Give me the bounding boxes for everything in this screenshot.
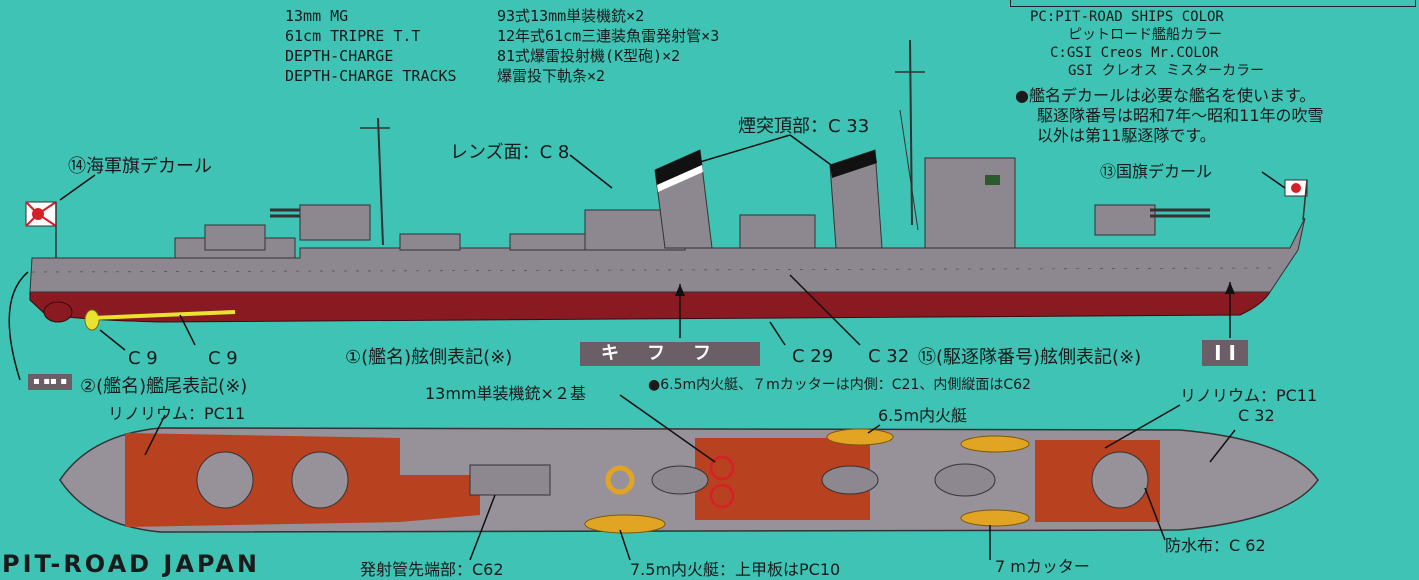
c29-label: C 29 — [792, 346, 834, 367]
propeller-shaft — [91, 310, 236, 320]
navy-flag-icon — [25, 201, 57, 258]
decal-note-line3: 以外は第11駆逐隊です。 — [1037, 126, 1216, 145]
aft-gun-turret — [204, 224, 266, 251]
side-view — [8, 39, 1308, 381]
linoleum-mid — [695, 438, 870, 520]
decal-note-line2: 駆逐隊番号は昭和7年～昭和11年の吹雪 — [1037, 106, 1324, 125]
torpedo-tube-2 — [509, 233, 591, 251]
brand-logo: PIT-ROAD JAPAN — [2, 550, 260, 578]
spec-jp-1: 93式13mm単装機銃×2 — [497, 7, 645, 25]
paint-legend-line2: ピットロード艦船カラー — [1068, 27, 1222, 43]
hull-name-label: ①(艦名)舷側表記(※) — [345, 347, 513, 368]
hull-lower-red — [29, 291, 1271, 323]
tube-tip-label: 発射管先端部：C62 — [360, 560, 504, 579]
spec-en-4: DEPTH-CHARGE TRACKS — [285, 67, 457, 85]
division-number-label: ⑮(駆逐隊番号)舷側表記(※) — [918, 347, 1142, 368]
stern-name-label: ②(艦名)艦尾表記(※) — [80, 376, 248, 397]
top-view — [59, 394, 1319, 561]
c9-label-a: C 9 — [128, 348, 158, 369]
mg-marker-2 — [709, 483, 735, 509]
national-flag-icon — [1284, 179, 1308, 221]
paint-legend-box — [1010, 0, 1416, 7]
paint-legend-line4: GSI クレオス ミスターカラー — [1068, 63, 1265, 79]
aft-gun-turret-2 — [299, 204, 371, 241]
launch-75-label: 7.5m内火艇：上甲板はPC10 — [630, 560, 841, 579]
spec-en-3: DEPTH-CHARGE — [285, 47, 394, 65]
linoleum-right-label: リノリウム：PC11 — [1180, 386, 1318, 405]
cutter-label: 7 mカッター — [995, 557, 1090, 576]
c32-label: C 32 — [868, 346, 910, 367]
spec-jp-3: 81式爆雷投射機(K型砲)×2 — [497, 47, 681, 65]
mg-count-label: 13mm単装機銃×２基 — [425, 384, 586, 403]
national-flag-label: ⑬国旗デカール — [1100, 162, 1213, 181]
propeller — [84, 309, 100, 331]
hull-upper-gray — [29, 217, 1306, 293]
lens-label: レンズ面：C 8 — [450, 142, 570, 163]
aft-mast — [377, 117, 384, 246]
torpedo-tube-1 — [399, 233, 461, 251]
name-plate: キフフ — [580, 342, 760, 366]
launch-65-label: 6.5m内火艇 — [878, 406, 968, 425]
paint-legend: PC:PIT-ROAD SHIPS COLOR ピットロード艦船カラー C:GS… — [1030, 8, 1264, 80]
spec-jp-2: 12年式61cm三連装魚雷発射管×3 — [497, 27, 720, 45]
spec-list-en: 13mm MG 61cm TRIPRE T.T DEPTH-CHARGE DEP… — [285, 6, 457, 86]
funnel-top-label: 煙突頂部：C 33 — [738, 116, 870, 137]
c32-top-label: C 32 — [1238, 406, 1275, 425]
cutter-top — [960, 435, 1030, 453]
linoleum-left-label: リノリウム：PC11 — [108, 404, 246, 423]
spec-list-jp: 93式13mm単装機銃×2 12年式61cm三連装魚雷発射管×3 81式爆雷投射… — [497, 6, 719, 86]
rudder — [43, 301, 73, 323]
number-plate: I I — [1202, 340, 1248, 366]
cutter-bottom — [960, 509, 1030, 527]
spec-en-1: 13mm MG — [285, 7, 349, 25]
waterproof-label: 防水布：C 62 — [1165, 536, 1266, 555]
navy-flag-label: ⑭海軍旗デカール — [68, 156, 212, 177]
spec-jp-4: 爆雷投下軌条×2 — [497, 67, 606, 85]
bridge — [924, 157, 1016, 249]
launch-75m — [584, 514, 666, 534]
spec-en-2: 61cm TRIPRE T.T — [285, 27, 421, 45]
paint-legend-line3: C:GSI Creos Mr.COLOR — [1050, 45, 1219, 61]
c9-label-b: C 9 — [208, 348, 238, 369]
life-ring-icon — [605, 465, 635, 495]
torpedo-tube-3 — [739, 214, 816, 249]
decal-note: ●艦名デカールは必要な艦名を使います。 駆逐隊番号は昭和7年～昭和11年の吹雪 … — [1015, 86, 1324, 146]
launch-65m — [826, 428, 894, 446]
forward-gun-turret — [1094, 204, 1156, 236]
paint-legend-line1: PC:PIT-ROAD SHIPS COLOR — [1030, 9, 1224, 25]
boat-note: ●6.5m内火艇、７mカッターは内側：C21、内側縦面はC62 — [648, 377, 1031, 393]
stern-plate: ▪ ▪▪ ▪ — [28, 374, 72, 390]
decal-note-line1: ●艦名デカールは必要な艦名を使います。 — [1015, 86, 1316, 105]
mg-marker-1 — [709, 455, 735, 481]
fore-mast — [909, 39, 913, 226]
